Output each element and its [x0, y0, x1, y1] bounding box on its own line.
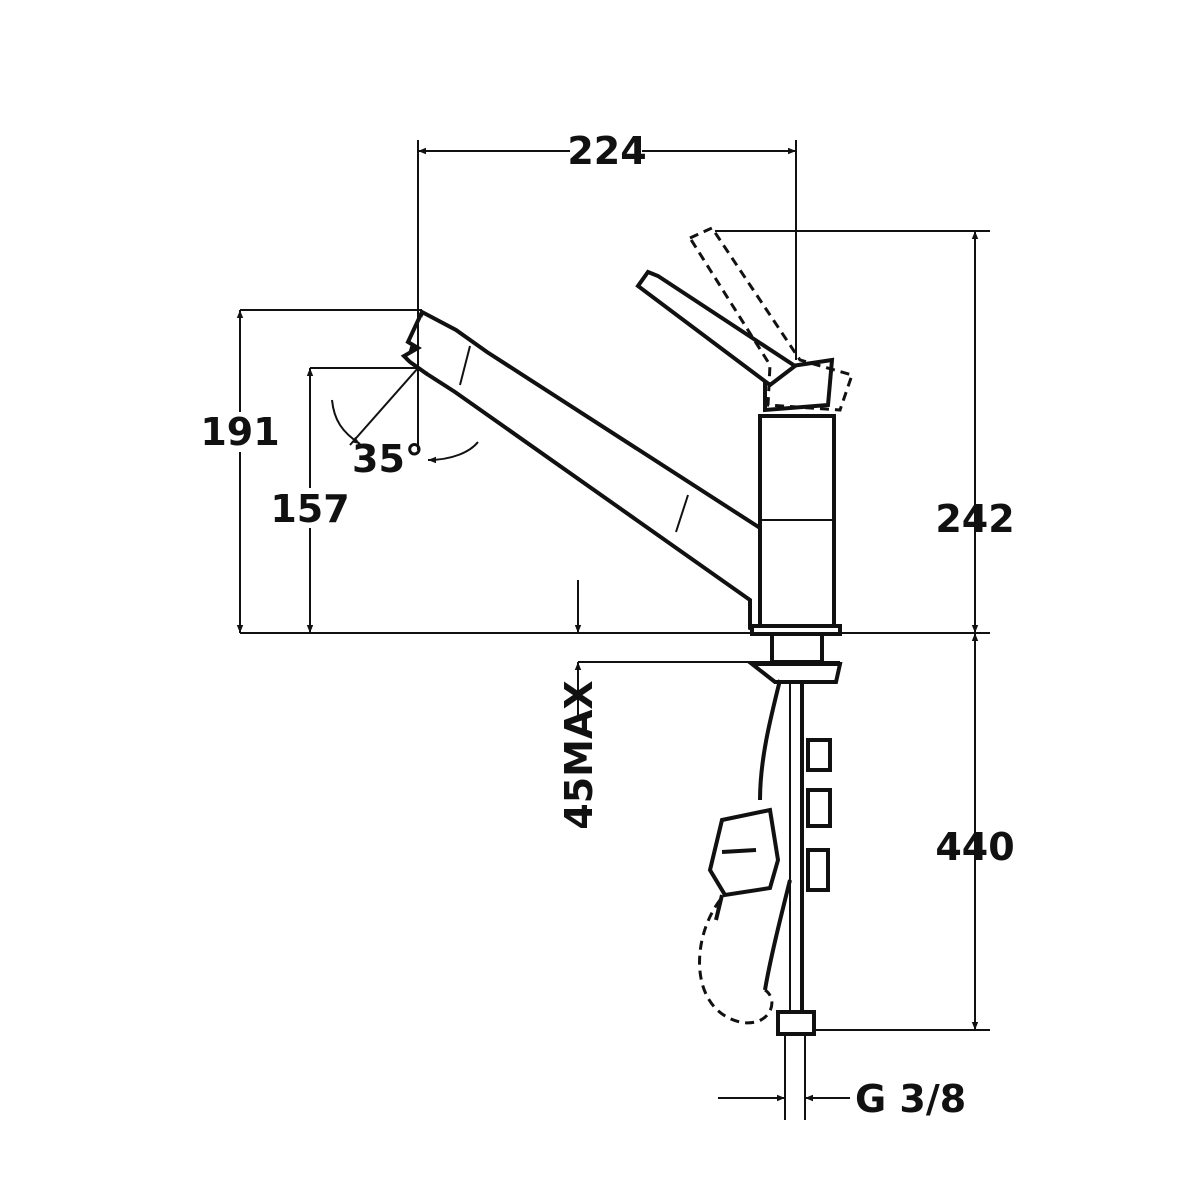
deck-lines	[240, 632, 990, 663]
dimension-total-height: 191	[200, 309, 422, 633]
dimension-label-242: 242	[935, 497, 1014, 541]
dimension-swivel-angle: 35°	[331, 367, 479, 481]
angle-arc-left	[331, 399, 361, 445]
mounting-bracket	[746, 662, 843, 684]
angle-arc-right	[427, 441, 479, 464]
dimension-below-deck: 440	[815, 633, 1015, 1031]
counterweight-hose-end	[714, 894, 724, 921]
lever-handle	[635, 269, 799, 388]
dimension-label-g38: G 3/8	[855, 1077, 966, 1121]
counterweight-band	[721, 848, 757, 854]
dimension-label-191: 191	[200, 410, 279, 454]
dimension-label-157: 157	[270, 487, 349, 531]
pipe-fitting-2	[806, 788, 832, 828]
dimension-handle-height: 242	[715, 230, 1015, 633]
dimension-label-440: 440	[935, 825, 1014, 869]
dimension-max-deck: 45MAX	[557, 580, 601, 830]
dimension-label-224: 224	[567, 129, 646, 173]
pipe-fitting-1	[806, 738, 832, 772]
mounting-shank	[770, 632, 824, 664]
dimension-outlet-height: 157	[270, 367, 420, 633]
label-mask-157	[270, 488, 350, 528]
label-mask-224	[570, 125, 642, 165]
dimension-spout-reach: 224	[417, 125, 797, 450]
dimension-connection: G 3/8	[718, 1077, 966, 1121]
pipe-fitting-3	[806, 848, 830, 892]
spout-head	[400, 311, 429, 376]
faucet-body	[400, 226, 854, 636]
spout-arm	[405, 309, 762, 635]
dimension-label-45max: 45MAX	[557, 680, 601, 829]
label-mask-191	[200, 412, 280, 452]
pullout-hose	[758, 679, 782, 801]
hose-loop	[698, 899, 774, 1025]
pullout-hose-lower	[763, 879, 792, 991]
under-deck-hardware	[698, 632, 843, 1120]
angle-ray	[349, 367, 419, 446]
connection-nut	[776, 1010, 816, 1036]
lever-open-position	[687, 226, 854, 412]
dimension-label-35: 35°	[352, 437, 424, 481]
spout-pullout-line	[675, 494, 689, 533]
spout-joint-line	[459, 345, 471, 386]
